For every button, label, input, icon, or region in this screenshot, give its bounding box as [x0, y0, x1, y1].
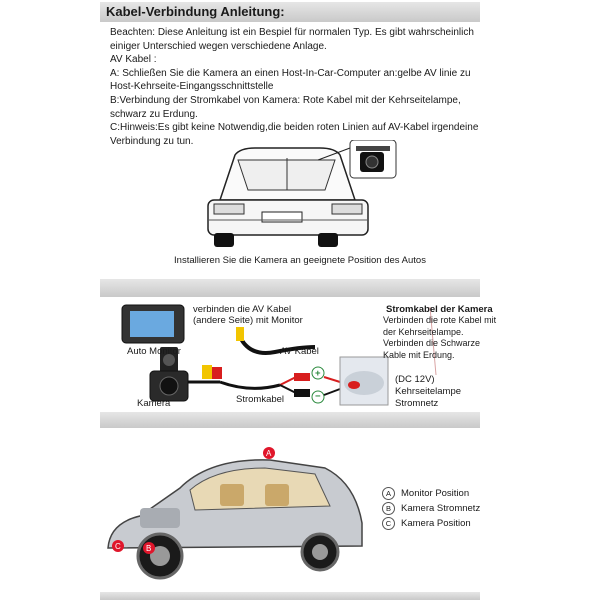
step-c: C:Hinweis:Es gibt keine Notwendig,die be…	[110, 122, 479, 147]
stromkabel-label: Stromkabel	[236, 394, 285, 405]
legend-text: Kamera Stromnetz	[401, 503, 481, 514]
dc-label: (DC 12V)	[395, 374, 435, 385]
av-kabel-heading: AV Kabel :	[110, 54, 157, 66]
instructions-text: Beachten: Diese Anleitung ist ein Bespie…	[110, 26, 488, 148]
marker-c: C	[115, 542, 121, 551]
marker-b: B	[146, 544, 151, 553]
power-cable-title: Stromkabel der Kamera	[386, 304, 493, 315]
power-cable-note: Verbinden die rote Kabel mit der Kehrsei…	[383, 315, 497, 360]
av-kabel-label: AV Kabel	[280, 346, 319, 357]
legend-item: A Monitor Position	[382, 486, 480, 501]
legend-letter: A	[382, 487, 395, 500]
legend-letter: B	[382, 502, 395, 515]
wiring-diagram	[121, 304, 437, 406]
car-side-illustration: A B C	[107, 447, 363, 580]
step-a: A: Schließen Sie die Kamera an einen Hos…	[110, 67, 471, 93]
note-paragraph: Beachten: Diese Anleitung ist ein Bespie…	[110, 27, 474, 52]
section-band	[100, 592, 480, 600]
legend-item: C Kamera Position	[382, 516, 480, 531]
car-front-illustration	[207, 140, 397, 247]
legend-text: Kamera Position	[401, 518, 471, 529]
legend-letter: C	[382, 517, 395, 530]
av-connect-label: verbinden die AV Kabel (andere Seite) mi…	[193, 304, 303, 326]
marker-a: A	[266, 449, 272, 458]
minus-symbol: −	[315, 391, 321, 402]
plus-symbol: +	[315, 368, 321, 379]
section-band	[100, 412, 480, 428]
auto-monitor-label: Auto Monitor	[127, 346, 181, 357]
position-legend: A Monitor Position B Kamera Stromnetz C …	[382, 486, 480, 531]
legend-text: Monitor Position	[401, 488, 470, 499]
page-title: Kabel-Verbindung Anleitung:	[106, 4, 285, 19]
front-view-caption: Installieren Sie die Kamera an geeignete…	[174, 255, 426, 266]
legend-item: B Kamera Stromnetz	[382, 501, 480, 516]
step-b: B:Verbindung der Stromkabel von Kamera: …	[110, 94, 461, 120]
stromnetz-label: Stromnetz	[395, 398, 439, 409]
kamera-label: Kamera	[137, 398, 171, 409]
lamp-label: Kehrseitelampe	[395, 386, 462, 397]
section-band	[100, 279, 480, 297]
title-band	[100, 2, 480, 22]
